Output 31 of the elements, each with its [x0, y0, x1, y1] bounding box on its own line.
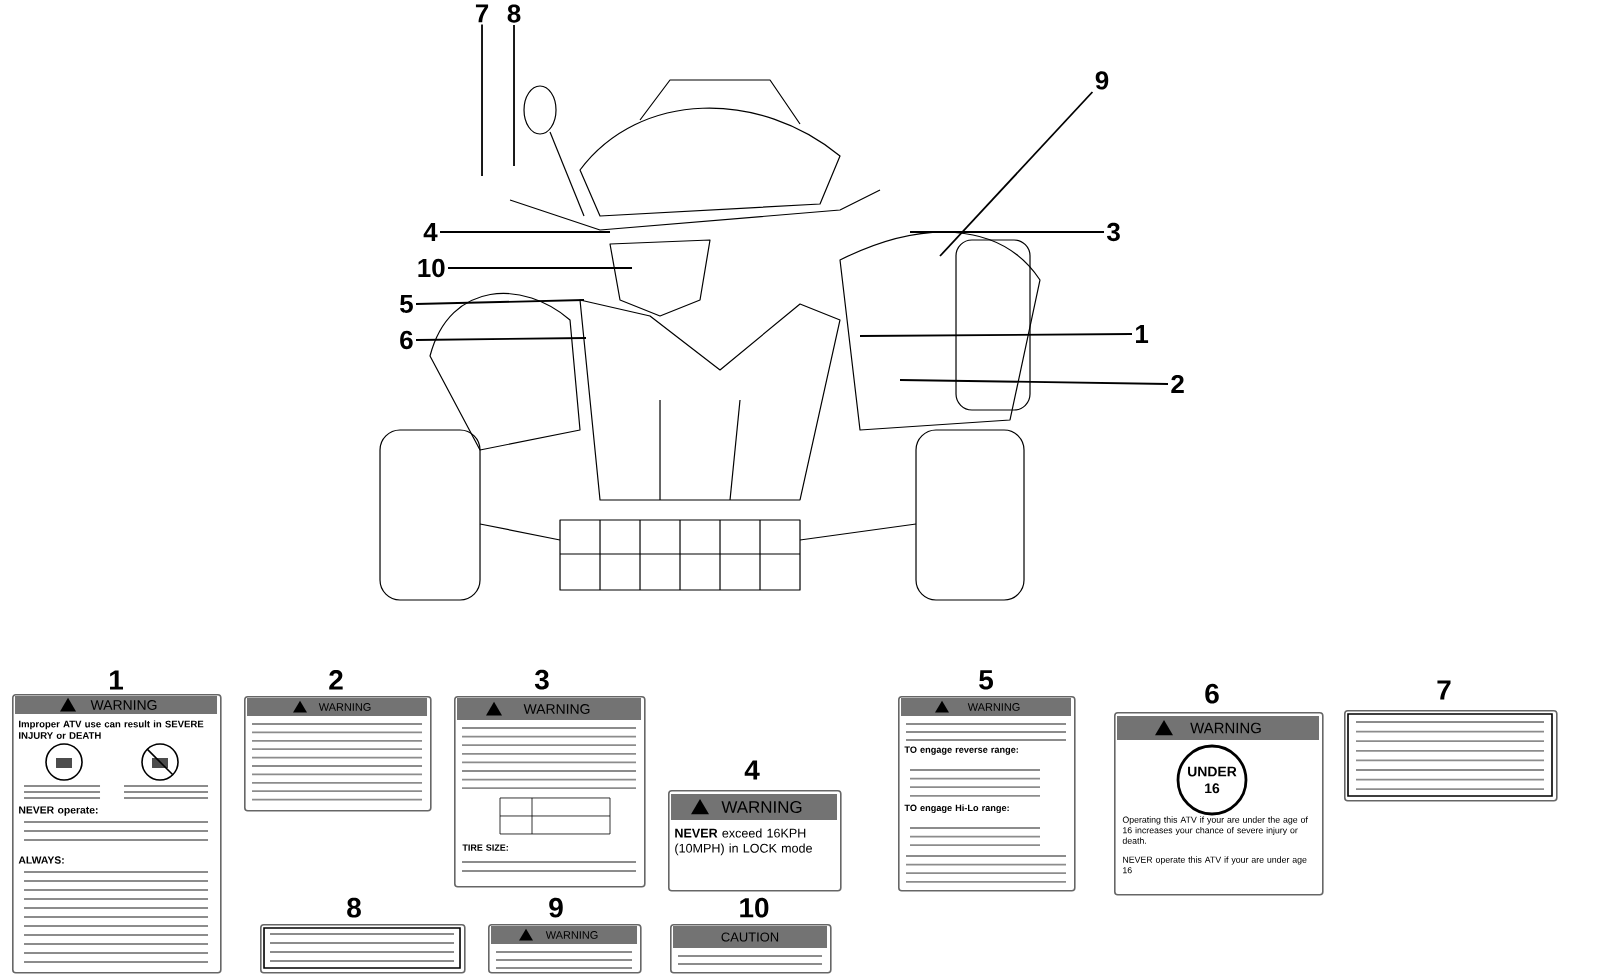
callout-number: 10: [418, 258, 445, 278]
leader-line: [513, 24, 515, 167]
label-number: 4: [744, 760, 760, 780]
leader-line: [481, 23, 483, 177]
callout-number: 5: [400, 294, 413, 313]
leader-line: [939, 91, 1094, 257]
label-number: 6: [1205, 683, 1219, 704]
label-number: 8: [347, 897, 361, 918]
callout-number: 2: [1171, 374, 1184, 394]
callout-number: 4: [423, 223, 438, 241]
label-number: 2: [329, 670, 343, 690]
callout-number: 3: [1107, 222, 1120, 242]
leader-line: [439, 231, 611, 233]
label-number: 1: [110, 670, 123, 690]
label-number: 3: [534, 669, 549, 690]
leader-line: [859, 333, 1133, 337]
leader-line: [415, 299, 585, 305]
callout-number: 7: [475, 4, 489, 23]
leader-line: [899, 379, 1169, 385]
label-heading: WARNING: [721, 801, 802, 813]
leader-line: [909, 231, 1105, 233]
label-number: 10: [740, 897, 769, 918]
label-number: 5: [979, 670, 993, 690]
leader-line: [415, 337, 587, 341]
callout-number: 1: [1136, 325, 1149, 343]
callout-number: 9: [1095, 71, 1109, 90]
callout-number: 6: [400, 330, 413, 350]
label-number: 9: [549, 897, 563, 918]
callout-number: 8: [507, 4, 521, 23]
label-number: 7: [1437, 680, 1451, 700]
leader-line: [447, 267, 633, 269]
